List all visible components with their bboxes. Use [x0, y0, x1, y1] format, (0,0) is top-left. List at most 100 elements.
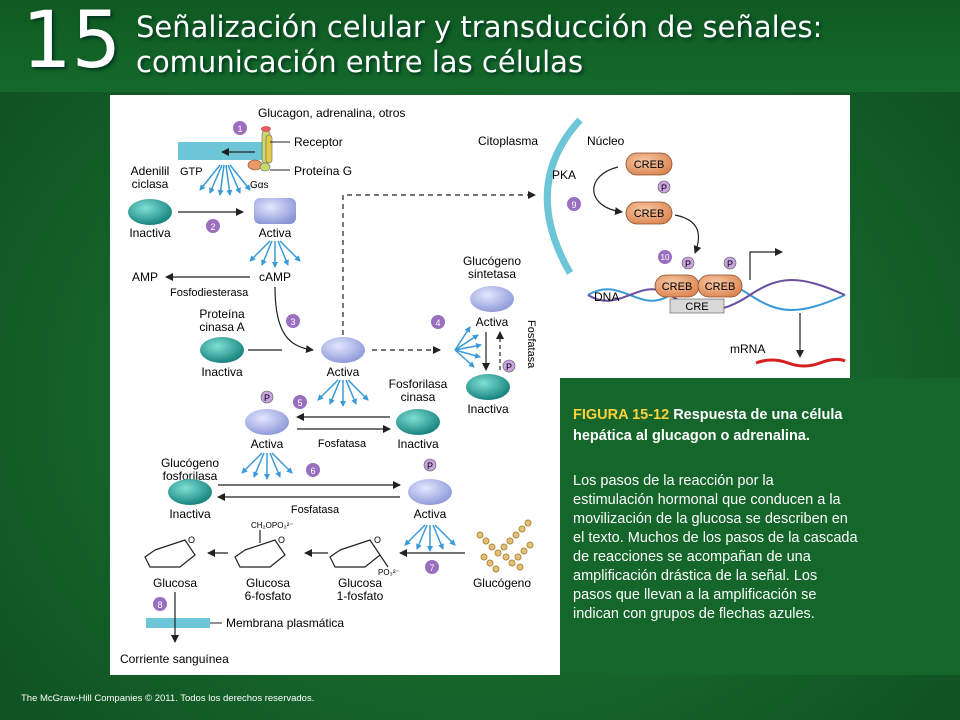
pka-inactive: [200, 337, 244, 363]
camp-label: cAMP: [259, 270, 291, 284]
phosphorylase-label-1: Glucógeno: [161, 456, 219, 470]
phosphorylase-label-2: fosforilasa: [163, 469, 218, 483]
creb-dimer-on-dna: CREB CREB: [654, 274, 743, 298]
nuclear-envelope: [543, 117, 583, 275]
g1p-ring-o: O: [374, 535, 381, 545]
phosphate-synthase: P: [502, 359, 516, 373]
g6p-label-2: 6-fosfato: [245, 589, 292, 603]
plasma-membrane-bar: [146, 618, 210, 628]
caption-panel: [560, 378, 960, 675]
phosphate-dimer-left: P: [681, 256, 695, 270]
pka-active-label: Activa: [327, 365, 360, 379]
step-badge-10: 10: [658, 250, 672, 264]
svg-text:P: P: [661, 183, 667, 193]
synthase-label-1: Glucógeno: [463, 254, 521, 268]
amplification-arrows-3: [317, 379, 369, 407]
svg-text:6: 6: [310, 466, 315, 476]
kinase-phosphatase-label: Fosfatasa: [318, 438, 367, 450]
step-badge-6: 6: [306, 463, 320, 477]
caption-title: FIGURA 15-12 Respuesta de una célula hep…: [573, 405, 843, 447]
ch2opo3-label: CH₂OPO₃²⁻: [251, 521, 294, 530]
adenylyl-label-2: ciclasa: [132, 177, 169, 191]
glycogen-synthase-inactive: [466, 374, 510, 400]
kinase-inactive-label: Inactiva: [397, 437, 439, 451]
amplification-arrows-2: [249, 240, 301, 268]
svg-text:P: P: [727, 259, 733, 269]
gtp-label: GTP: [180, 166, 203, 178]
signal-label: Glucagon, adrenalina, otros: [258, 106, 405, 120]
arrow-camp-to-pka: [274, 286, 314, 354]
svg-text:CREB: CREB: [662, 281, 693, 293]
step-badge-1: 1: [233, 121, 247, 135]
svg-text:P: P: [264, 393, 270, 403]
step-badge-4: 4: [431, 315, 445, 329]
svg-text:2: 2: [210, 222, 215, 232]
svg-text:1: 1: [237, 124, 242, 134]
g1p-label-2: 1-fosfato: [337, 589, 384, 603]
step-badge-3: 3: [286, 314, 300, 328]
phosphate-kinase: P: [260, 390, 274, 404]
adenylyl-label-1: Adenilil: [131, 164, 170, 178]
g6p-ring-o: O: [278, 535, 285, 545]
svg-text:7: 7: [429, 563, 434, 573]
bloodstream-label: Corriente sanguínea: [120, 652, 229, 666]
header-bar: [0, 0, 960, 92]
amp-label: AMP: [132, 270, 158, 284]
amplification-arrows-4: [454, 326, 482, 368]
g1p-label-1: Glucosa: [338, 576, 382, 590]
glucose-label: Glucosa: [153, 576, 197, 590]
title-line-1: Señalización celular y transducción de s…: [136, 10, 823, 44]
arrow-pka-phosphorylates-creb: [593, 166, 623, 216]
pka-label-2: cinasa A: [199, 320, 244, 334]
phosphorylase-kinase-inactive: [396, 409, 440, 435]
mrna-label: mRNA: [730, 342, 765, 356]
g6p-label-1: Glucosa: [246, 576, 290, 590]
g-alpha-s-label: Gαs: [250, 180, 269, 191]
cytoplasm-label: Citoplasma: [478, 134, 538, 148]
glycogen-phosphorylase-inactive: [168, 479, 212, 505]
cre-element: CRE: [669, 298, 725, 314]
glucose-ring-o: O: [188, 535, 195, 545]
phosphorylase-phosphatase-label: Fosfatasa: [291, 504, 340, 516]
adenylyl-active-label: Activa: [259, 226, 292, 240]
arrow-creb-to-dna: [674, 214, 702, 254]
transcription-start-arrow: [749, 248, 783, 280]
diagram-panel-bottom: [110, 378, 560, 675]
creb-phosphorylated: CREB: [625, 201, 673, 225]
figure-label: FIGURA 15-12: [573, 407, 670, 423]
caption-body: Los pasos de la reacción por la estimula…: [573, 473, 858, 622]
phosphodiesterase-label: Fosfodiesterasa: [170, 287, 249, 299]
plasma-membrane-label: Membrana plasmática: [226, 616, 344, 630]
svg-text:P: P: [427, 461, 433, 471]
kinase-active-label: Activa: [251, 437, 284, 451]
adenylyl-cyclase-inactive: [128, 199, 172, 225]
svg-text:CREB: CREB: [705, 281, 736, 293]
glycogen-label: Glucógeno: [473, 576, 531, 590]
phosphate-dimer-right: P: [723, 256, 737, 270]
svg-text:10: 10: [661, 253, 670, 262]
svg-text:3: 3: [290, 317, 295, 327]
adenylyl-inactive-label: Inactiva: [129, 226, 171, 240]
phosphate-phosphorylase: P: [423, 458, 437, 472]
glycogen-chain-icon: [476, 519, 534, 573]
svg-text:CREB: CREB: [634, 208, 665, 220]
receptor-label: Receptor: [294, 135, 343, 149]
po3-label: PO₃²⁻: [378, 568, 400, 577]
chapter-number: 15: [22, 0, 122, 86]
glycogen-phosphorylase-active: [408, 479, 452, 505]
signaling-diagram: Glucagon, adrenalina, otros 1 Receptor P…: [110, 95, 850, 675]
svg-text:9: 9: [571, 200, 576, 210]
svg-text:8: 8: [157, 600, 162, 610]
glucose-1p-ring: [329, 539, 389, 568]
creb-unphosphorylated: CREB: [625, 152, 673, 176]
kinase-label-2: cinasa: [401, 390, 436, 404]
glycogen-synthase-active: [470, 286, 514, 312]
g-protein-label: Proteína G: [294, 164, 352, 178]
phosphate-creb: P: [657, 180, 671, 194]
title-line-2: comunicación entre las células: [136, 45, 584, 79]
step-badge-2: 2: [206, 219, 220, 233]
svg-text:CRE: CRE: [685, 301, 708, 313]
amplification-arrows-6: [404, 524, 456, 552]
pka-active: [321, 337, 365, 363]
adenylyl-cyclase-active: [254, 198, 296, 224]
